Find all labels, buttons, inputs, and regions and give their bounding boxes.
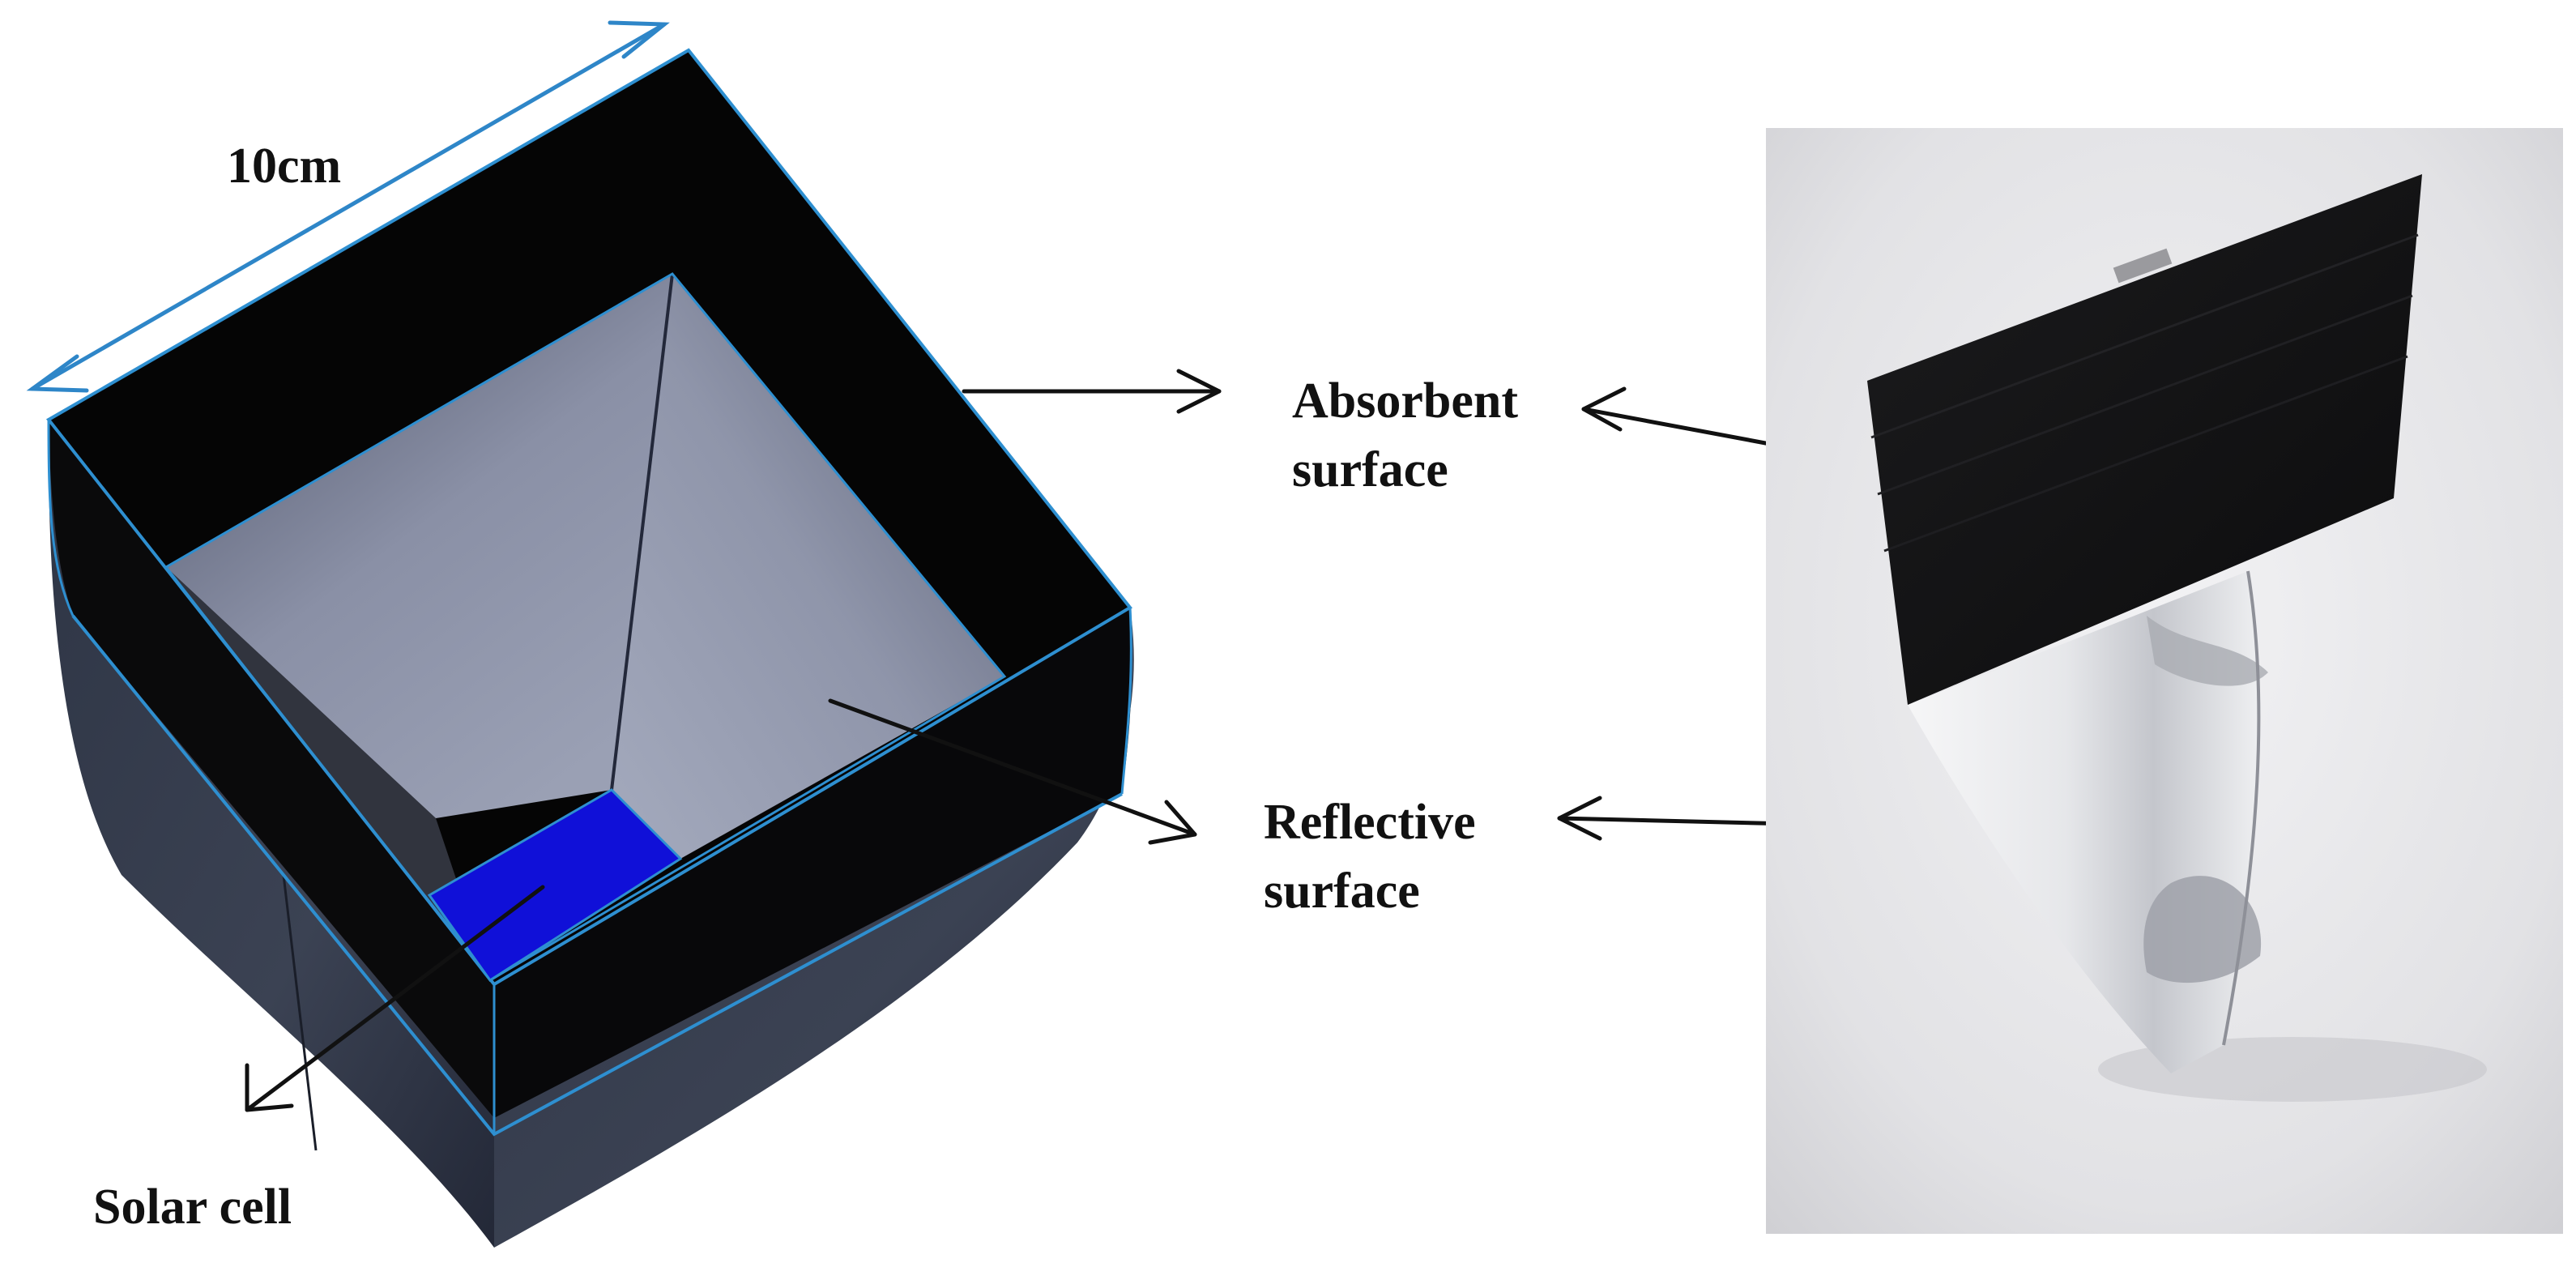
panel-texture-1 bbox=[1870, 233, 2419, 439]
body-seam bbox=[282, 874, 318, 1151]
dimension-arrow bbox=[26, 20, 670, 393]
absorbent-label-line1: Absorbent bbox=[1292, 373, 1518, 429]
reflective-arrow-right-head bbox=[1557, 796, 1602, 841]
reflective-arrow-left-head bbox=[1148, 800, 1197, 845]
panel-texture-2 bbox=[1877, 294, 2413, 496]
prototype-photo bbox=[1766, 128, 2563, 1234]
outer-lower-edges bbox=[47, 419, 1132, 1134]
absorbent-frame-side-right bbox=[494, 608, 1132, 1118]
solar-cell-arrow-head bbox=[245, 1063, 294, 1112]
reflective-arrow-left bbox=[828, 698, 1197, 837]
absorbent-frame-side bbox=[49, 420, 494, 1118]
solar-cell-arrow bbox=[245, 885, 545, 1112]
prototype-connector bbox=[2113, 248, 2173, 284]
mirror-reflection-1 bbox=[2147, 616, 2268, 686]
concentrator-model bbox=[45, 48, 1134, 1248]
mirror-edge bbox=[2222, 570, 2261, 1046]
dimension-label: 10cm bbox=[227, 139, 341, 194]
panel-texture-3 bbox=[1883, 355, 2408, 553]
solar-cell-label: Solar cell bbox=[93, 1180, 292, 1235]
prototype-absorbent-panel bbox=[1867, 174, 2422, 705]
solar-cell bbox=[427, 788, 683, 983]
absorbent-arrow-left-head bbox=[1176, 369, 1222, 414]
reflective-label-line1: Reflective bbox=[1264, 795, 1476, 850]
inner-cavity-right bbox=[612, 274, 1004, 859]
mirror-reflection-2 bbox=[2143, 876, 2262, 983]
cavity-fold-line bbox=[610, 273, 674, 791]
reflective-label-line2: surface bbox=[1264, 864, 1420, 919]
inner-cavity-left bbox=[166, 274, 672, 818]
frame-bottom-edge bbox=[71, 614, 1123, 1137]
absorbent-arrow-right-head bbox=[1581, 386, 1627, 432]
absorbent-label-line2: surface bbox=[1292, 442, 1448, 497]
